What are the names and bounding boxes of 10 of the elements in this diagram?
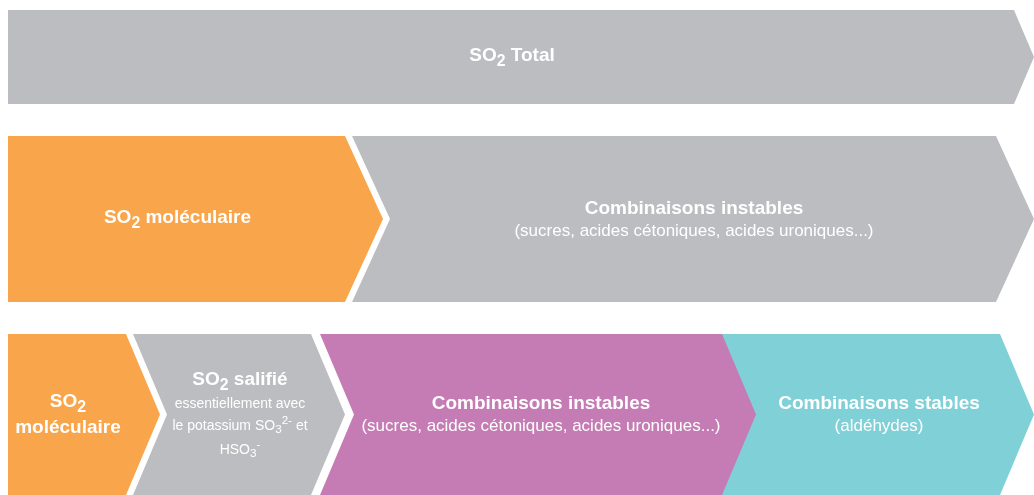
- heading-text: SO$_{2}$ salifié: [192, 368, 288, 396]
- heading-text: SO$_{2}$ moléculaire: [14, 389, 122, 440]
- heading-text: SO$_{2}$ Total: [469, 43, 555, 71]
- description-text: (aldéhydes): [834, 415, 924, 437]
- heading-text: Combinaisons stables: [778, 392, 980, 416]
- heading-text: Combinaisons instables: [584, 196, 804, 220]
- heading-text: Combinaisons instables: [431, 392, 651, 416]
- description-text: (sucres, acides cétoniques, acides uroniques...): [514, 219, 874, 241]
- description-text: (sucres, acides cétoniques, acides uroniques...): [361, 415, 721, 437]
- heading-text: SO$_{2}$ moléculaire: [103, 205, 252, 233]
